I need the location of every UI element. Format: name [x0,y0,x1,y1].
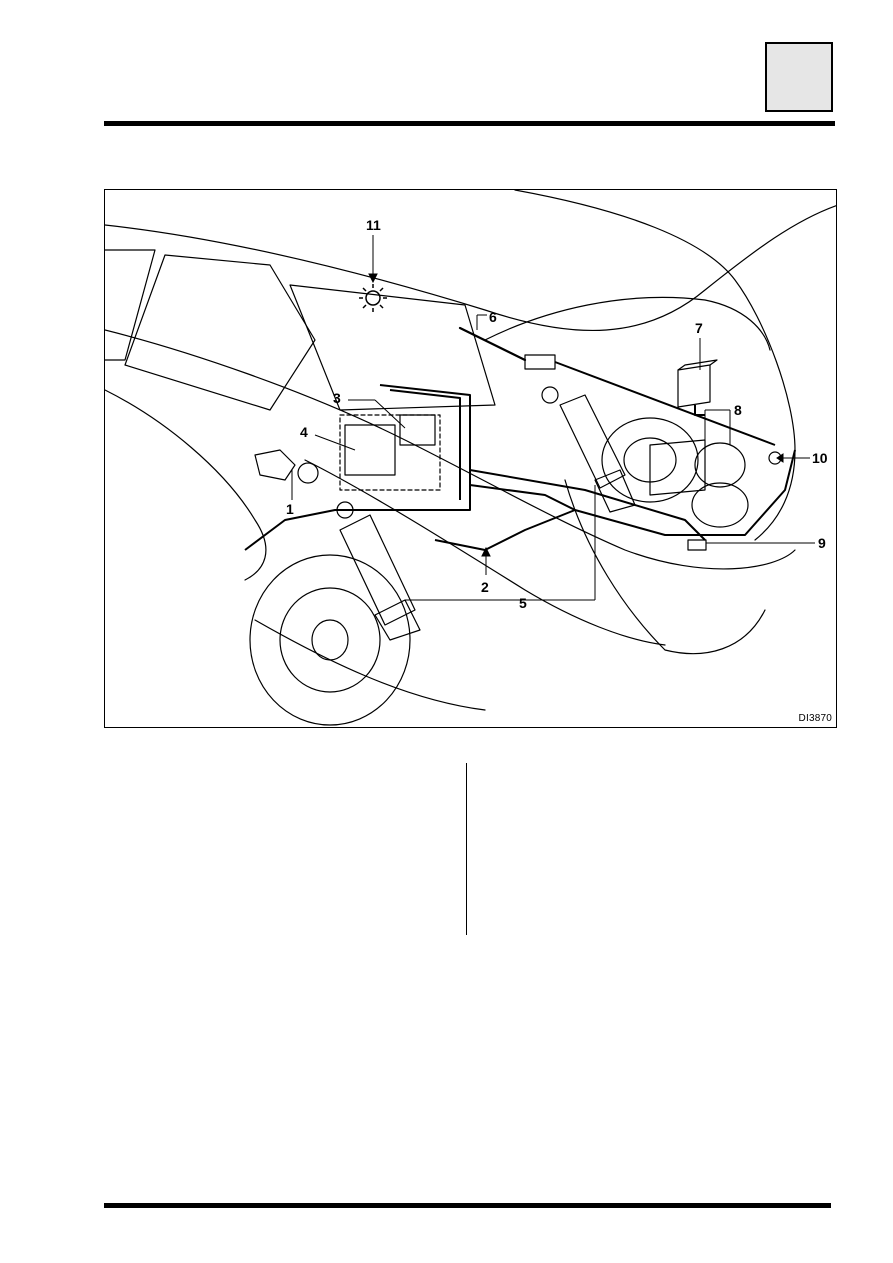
compressor-bracket [649,439,706,496]
warning-light-11-icon [359,284,387,312]
sensor-1-body [254,449,296,481]
callout-1: 1 [286,501,294,517]
valve-housing [339,414,441,491]
air-line-b [389,389,461,500]
header-rule [104,121,835,126]
tailgate-outline [514,190,796,541]
leader-4 [314,434,356,451]
suspension-diagram: 11 6 7 8 10 9 3 4 1 2 5 DI3870 [104,189,837,728]
sensor-1-cap [297,462,319,484]
lower-body [254,619,486,711]
air-line-c [469,469,706,541]
right-strut-top [541,386,559,404]
column-divider [466,763,467,935]
valve-block-4 [344,424,396,476]
harness-line-6 [458,326,527,362]
callout-5: 5 [519,595,527,611]
air-line-d [469,449,796,536]
rear-window-top [484,296,771,351]
leader-11-arrow [368,273,378,284]
callout-9: 9 [818,535,826,551]
spare-wheel [601,417,699,503]
compressor-8a [694,442,746,488]
compressor-8b [691,482,749,528]
footer-rule [104,1203,831,1208]
callout-8: 8 [734,402,742,418]
front-wheel-hub [311,619,349,661]
callout-6: 6 [489,309,497,325]
left-strut-body [339,514,416,626]
callout-3: 3 [333,390,341,406]
front-door-line [105,389,267,581]
right-strut-body [559,394,626,489]
leader-2-arrow [481,546,491,557]
harness-to-10 [554,361,776,446]
right-strut-base [594,469,636,513]
front-wheel-inner [279,587,381,693]
junction-box [524,354,556,370]
leader-10-arrow [776,453,784,463]
diagram-drawing: 11 6 7 8 10 9 3 4 1 2 5 [105,190,836,726]
body-side-line [105,329,796,570]
left-strut-base [374,599,421,641]
front-window [105,249,156,361]
section-tab-box [765,42,833,112]
leader-3b [374,399,406,429]
figure-reference: DI3870 [798,713,832,724]
air-line-a [244,384,471,551]
quarter-window [289,284,496,411]
connector-9 [687,539,707,551]
callout-2: 2 [481,579,489,595]
roof-line [105,205,836,332]
ecu-box-7 [677,364,711,408]
callout-4: 4 [300,424,308,440]
ecu-lead [694,405,705,416]
rear-door-window [124,254,316,411]
front-wheel [249,554,411,726]
rear-wheel-arch [564,479,766,655]
callout-7: 7 [695,320,703,336]
callout-10: 10 [812,450,828,466]
air-line-e [434,509,576,551]
callout-11: 11 [366,217,381,233]
ecu-box-7-top [677,359,718,371]
